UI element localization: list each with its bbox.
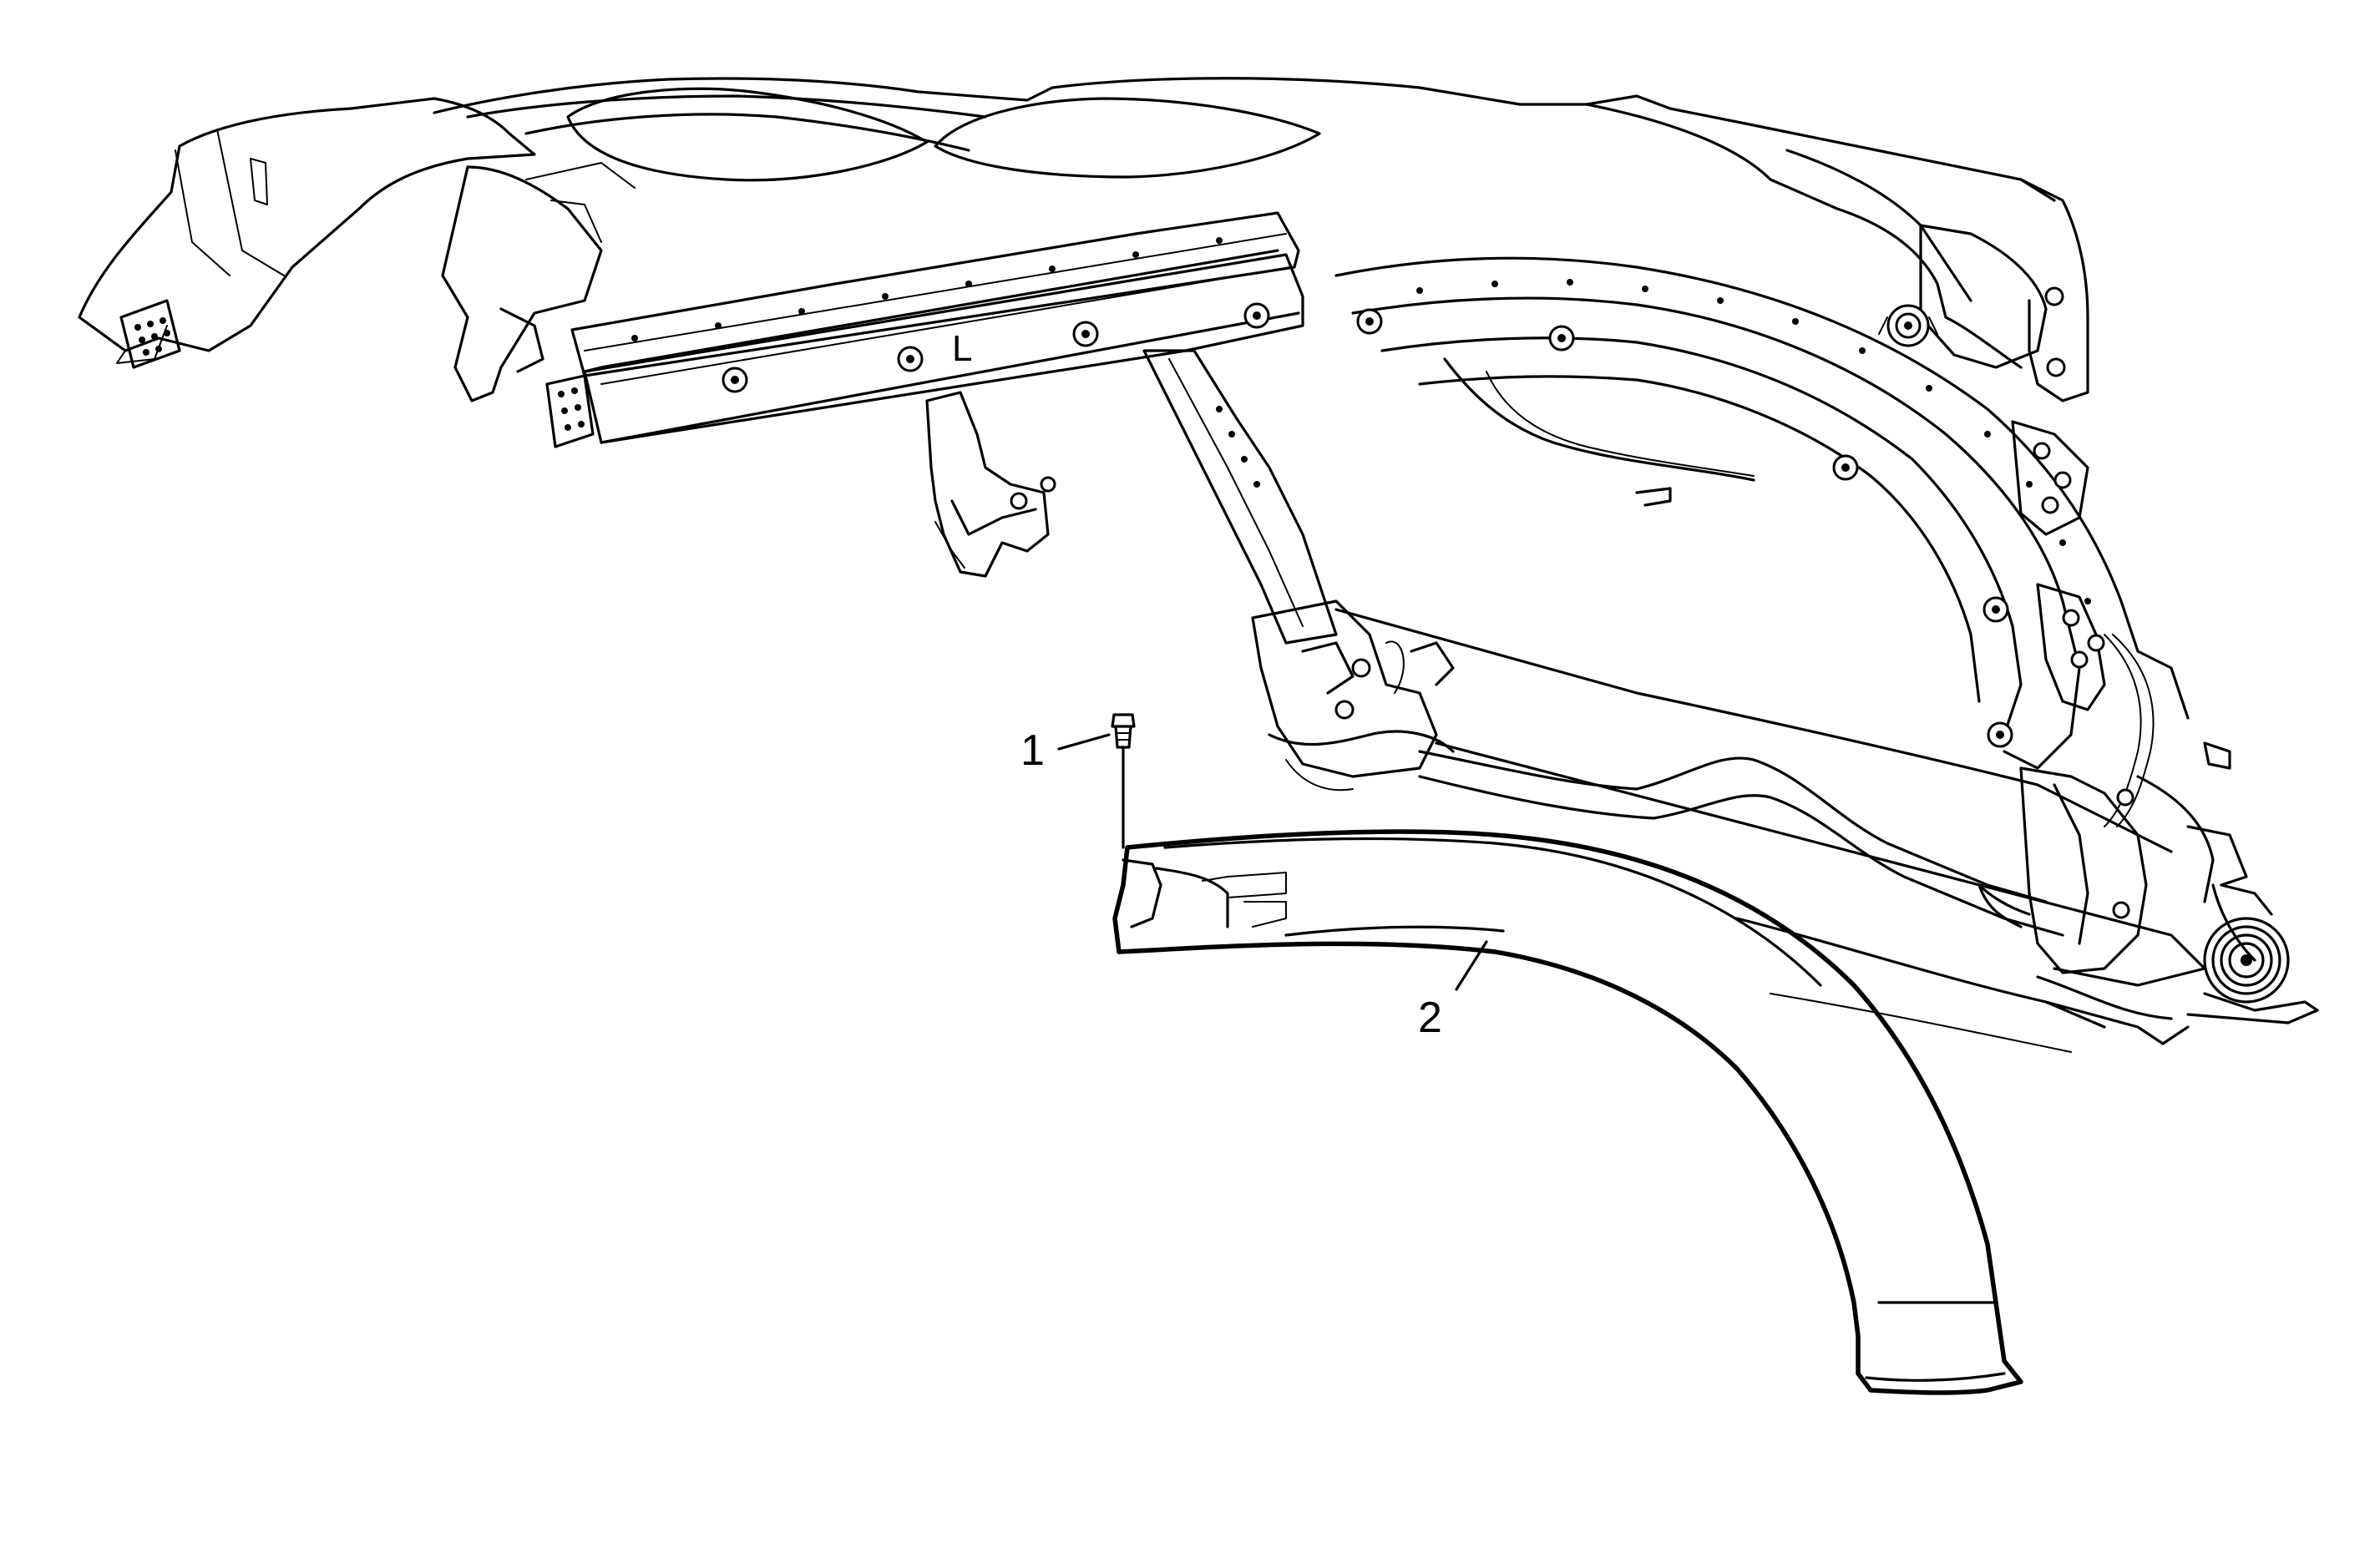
lower-right-assembly (2019, 741, 2256, 974)
push-pin-fastener (1111, 713, 1136, 849)
wheelhouse-weld-points (1416, 279, 2091, 604)
hinge-assembly-left (925, 391, 1056, 578)
callout-label-2: 2 (1418, 994, 1442, 1042)
left-rail-panel: L (570, 211, 1304, 444)
perforated-bracket-center (545, 374, 595, 448)
body-frame-structure: L (78, 77, 2319, 1053)
rail-mounting-nuts (722, 302, 1270, 393)
rail-weld-points (631, 237, 1223, 341)
perforated-bracket-left (119, 299, 181, 369)
callout-label-1: 1 (1020, 726, 1045, 775)
torque-spring-coil (2186, 883, 2319, 1024)
callout-2: 2 (1418, 940, 1488, 1042)
wheel-opening-molding (1112, 829, 2023, 1395)
side-marking-label: L (952, 328, 972, 369)
rotary-damper-upper (1878, 304, 1938, 347)
right-bracket-cluster (2011, 420, 2155, 827)
latch-mechanism (1251, 599, 1455, 792)
lower-sill-rail (1334, 608, 2206, 1053)
wheelhouse-nuts (1356, 308, 2013, 748)
callout-1: 1 (1020, 726, 1111, 775)
